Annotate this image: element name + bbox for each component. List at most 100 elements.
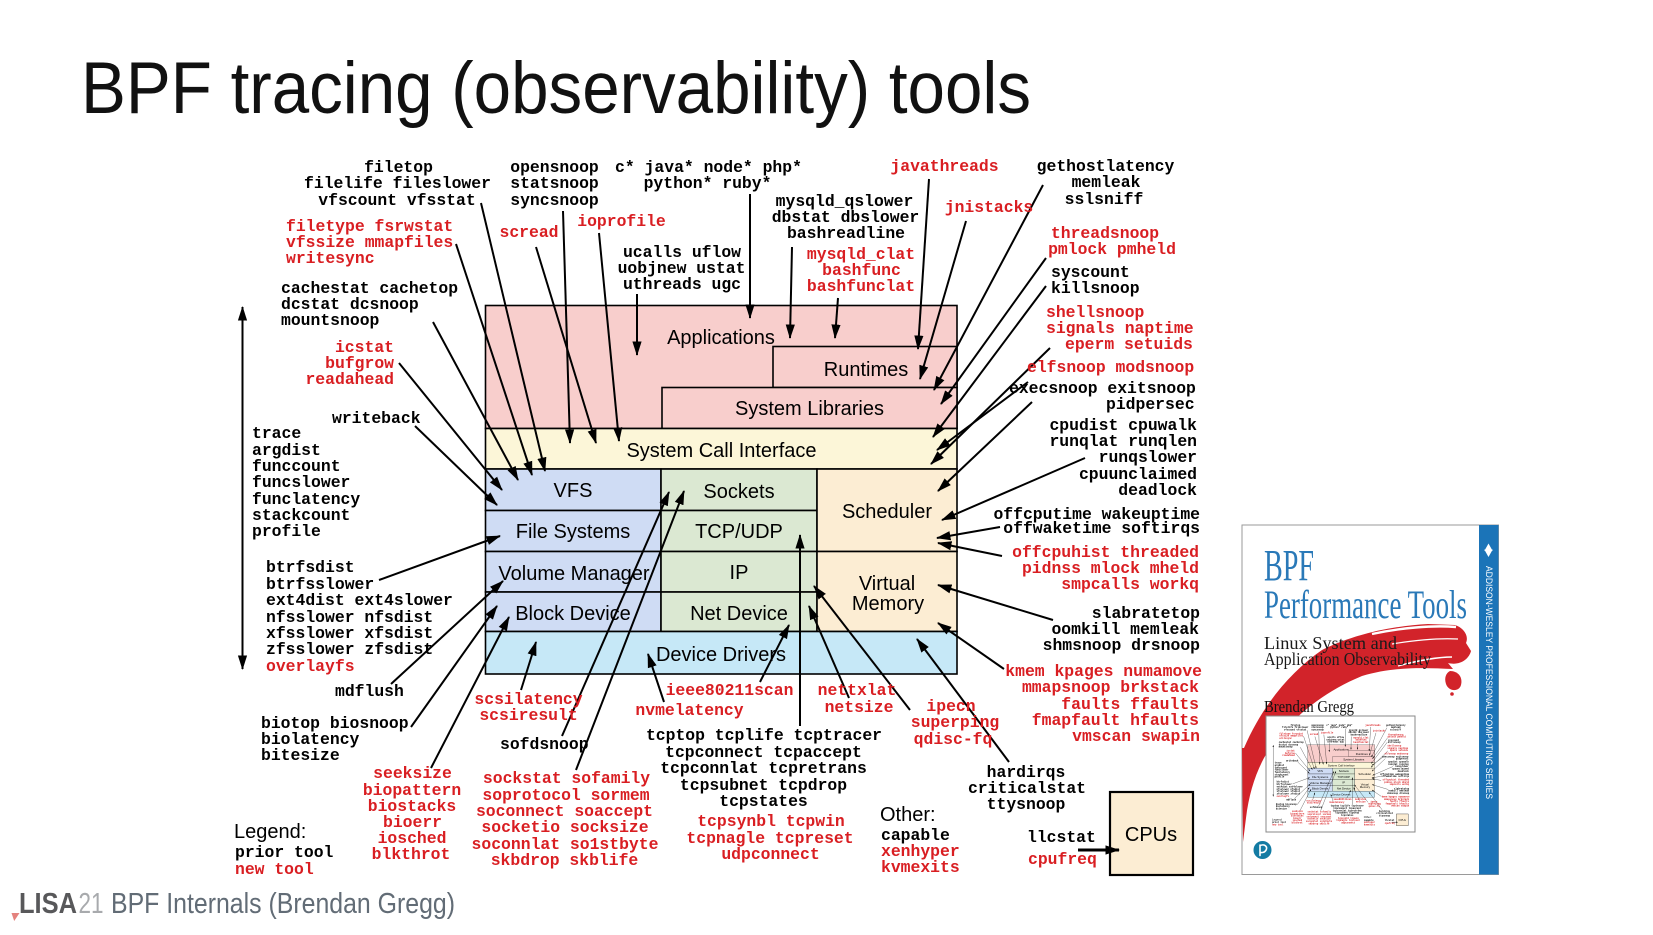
svg-text:profile: profile bbox=[252, 522, 321, 541]
svg-text:Legend:: Legend: bbox=[234, 821, 306, 843]
svg-text:ioprofile: ioprofile bbox=[577, 212, 666, 231]
svg-text:killsnoop: killsnoop bbox=[1051, 279, 1140, 298]
svg-text:superping: superping bbox=[911, 713, 1000, 732]
svg-text:Other:: Other: bbox=[880, 804, 936, 826]
svg-text:shellsnoop: shellsnoop bbox=[1046, 303, 1145, 322]
svg-text:tcpnagle tcpreset: tcpnagle tcpreset bbox=[686, 829, 853, 848]
svg-text:scsilatency: scsilatency bbox=[474, 690, 582, 709]
svg-text:udpconnect: udpconnect bbox=[721, 845, 819, 864]
svg-text:xenhyper: xenhyper bbox=[881, 842, 960, 861]
svg-text:faults ffaults: faults ffaults bbox=[1061, 695, 1199, 714]
svg-text:nvmelatency: nvmelatency bbox=[635, 701, 743, 720]
svg-text:scsiresult: scsiresult bbox=[479, 706, 577, 725]
svg-text:llcstat: llcstat bbox=[1027, 828, 1096, 847]
svg-text:gethostlatency: gethostlatency bbox=[1037, 157, 1175, 176]
svg-text:Applications: Applications bbox=[667, 327, 775, 349]
svg-text:soconnlat so1stbyte: soconnlat so1stbyte bbox=[472, 835, 659, 854]
svg-text:bitesize: bitesize bbox=[261, 746, 340, 765]
svg-text:prior tool: prior tool bbox=[235, 843, 334, 862]
svg-text:c* java* node* php*: c* java* node* php* bbox=[615, 158, 802, 177]
svg-text:stackcount: stackcount bbox=[252, 506, 350, 525]
svg-text:netsize: netsize bbox=[825, 698, 894, 717]
svg-text:filetop: filetop bbox=[364, 158, 433, 177]
svg-text:nfsslower nfsdist: nfsslower nfsdist bbox=[266, 608, 433, 627]
svg-text:System Call Interface: System Call Interface bbox=[626, 440, 816, 462]
svg-text:slabratetop: slabratetop bbox=[1092, 604, 1200, 623]
svg-text:nettxlat: nettxlat bbox=[818, 681, 897, 700]
svg-text:bashfunclat: bashfunclat bbox=[807, 277, 915, 296]
svg-text:xfsslower xfsdist: xfsslower xfsdist bbox=[266, 624, 433, 643]
svg-text:Linux System and: Linux System and bbox=[1264, 633, 1397, 653]
svg-text:Virtual: Virtual bbox=[859, 573, 915, 595]
svg-text:bashreadline: bashreadline bbox=[787, 224, 905, 243]
svg-text:kmem kpages numamove: kmem kpages numamove bbox=[1005, 662, 1202, 681]
svg-text:ucalls uflow: ucalls uflow bbox=[623, 243, 741, 262]
svg-text:biotop biosnoop: biotop biosnoop bbox=[261, 714, 409, 733]
svg-text:cpudist cpuwalk: cpudist cpuwalk bbox=[1049, 416, 1197, 435]
svg-text:tcpsynbl tcpwin: tcpsynbl tcpwin bbox=[697, 812, 845, 831]
svg-text:pidpersec: pidpersec bbox=[1106, 395, 1195, 414]
svg-text:opensnoop: opensnoop bbox=[510, 158, 599, 177]
svg-text:Performance Tools: Performance Tools bbox=[1264, 582, 1467, 627]
svg-text:LISA: LISA bbox=[19, 888, 77, 920]
svg-text:skbdrop skblife: skbdrop skblife bbox=[491, 851, 639, 870]
svg-text:BPF Internals (Brendan Gregg): BPF Internals (Brendan Gregg) bbox=[111, 888, 455, 920]
svg-text:uobjnew ustat: uobjnew ustat bbox=[618, 259, 746, 278]
svg-text:Device Drivers: Device Drivers bbox=[656, 644, 786, 666]
svg-text:readahead: readahead bbox=[305, 370, 394, 389]
svg-text:offwaketime softirqs: offwaketime softirqs bbox=[1003, 519, 1200, 538]
svg-text:blkthrot: blkthrot bbox=[372, 845, 451, 864]
svg-text:cpuunclaimed: cpuunclaimed bbox=[1079, 465, 1197, 484]
svg-text:tcpconnlat tcpretrans: tcpconnlat tcpretrans bbox=[660, 759, 867, 778]
svg-text:qdisc-fq: qdisc-fq bbox=[914, 730, 993, 749]
svg-text:argdist: argdist bbox=[252, 441, 321, 460]
svg-text:mountsnoop: mountsnoop bbox=[281, 311, 380, 330]
svg-text:hardirqs: hardirqs bbox=[987, 763, 1066, 782]
svg-text:mysqld_clat: mysqld_clat bbox=[807, 245, 915, 264]
svg-text:Volume Manager: Volume Manager bbox=[498, 563, 650, 585]
svg-text:bufgrow: bufgrow bbox=[325, 354, 394, 373]
svg-text:capable: capable bbox=[881, 826, 950, 845]
svg-text:cpufreq: cpufreq bbox=[1028, 850, 1097, 869]
svg-text:System Libraries: System Libraries bbox=[735, 398, 884, 420]
svg-text:tcpconnect tcpaccept: tcpconnect tcpaccept bbox=[665, 743, 862, 762]
svg-text:File Systems: File Systems bbox=[516, 521, 630, 543]
svg-text:btrfsdist: btrfsdist bbox=[266, 558, 355, 577]
svg-text:sofdsnoop: sofdsnoop bbox=[500, 735, 589, 754]
svg-text:biopattern: biopattern bbox=[363, 781, 461, 800]
svg-text:memleak: memleak bbox=[1072, 173, 1141, 192]
svg-text:vmscan swapin: vmscan swapin bbox=[1072, 727, 1200, 746]
svg-text:Brendan Gregg: Brendan Gregg bbox=[1264, 697, 1354, 716]
svg-text:new tool: new tool bbox=[235, 860, 314, 879]
svg-text:Net Device: Net Device bbox=[690, 603, 788, 625]
svg-text:funcslower: funcslower bbox=[252, 473, 350, 492]
svg-text:uthreads ugc: uthreads ugc bbox=[623, 275, 741, 294]
svg-text:filetype fsrwstat: filetype fsrwstat bbox=[286, 217, 453, 236]
svg-text:CPUs: CPUs bbox=[1125, 824, 1177, 846]
svg-text:biolatency: biolatency bbox=[261, 730, 360, 749]
svg-text:filelife fileslower: filelife fileslower bbox=[304, 174, 491, 193]
svg-text:ieee80211scan: ieee80211scan bbox=[666, 681, 794, 700]
svg-text:dcstat dcsnoop: dcstat dcsnoop bbox=[281, 295, 419, 314]
svg-text:elfsnoop modsnoop: elfsnoop modsnoop bbox=[1027, 358, 1194, 377]
svg-text:seeksize: seeksize bbox=[373, 764, 452, 783]
svg-text:sockstat sofamily: sockstat sofamily bbox=[483, 769, 650, 788]
svg-text:writeback: writeback bbox=[332, 409, 421, 428]
svg-text:pmlock pmheld: pmlock pmheld bbox=[1048, 240, 1176, 259]
svg-text:writesync: writesync bbox=[286, 249, 375, 268]
svg-text:bioerr: bioerr bbox=[383, 813, 442, 832]
svg-text:Runtimes: Runtimes bbox=[824, 359, 908, 381]
svg-text:VFS: VFS bbox=[554, 480, 593, 502]
svg-text:runqlat runqlen: runqlat runqlen bbox=[1049, 432, 1197, 451]
svg-text:ttysnoop: ttysnoop bbox=[987, 795, 1066, 814]
svg-text:trace: trace bbox=[252, 424, 301, 443]
svg-text:Application Observability: Application Observability bbox=[1264, 649, 1431, 669]
svg-text:offcputime wakeuptime: offcputime wakeuptime bbox=[993, 505, 1200, 524]
svg-text:execsnoop exitsnoop: execsnoop exitsnoop bbox=[1009, 379, 1196, 398]
svg-text:dbstat dbslower: dbstat dbslower bbox=[772, 208, 920, 227]
svg-text:syncsnoop: syncsnoop bbox=[510, 191, 599, 210]
svg-text:scread: scread bbox=[499, 223, 558, 242]
svg-text:tcpsubnet tcpdrop: tcpsubnet tcpdrop bbox=[680, 776, 847, 795]
svg-text:biostacks: biostacks bbox=[368, 797, 457, 816]
svg-text:soconnect soaccept: soconnect soaccept bbox=[476, 802, 653, 821]
